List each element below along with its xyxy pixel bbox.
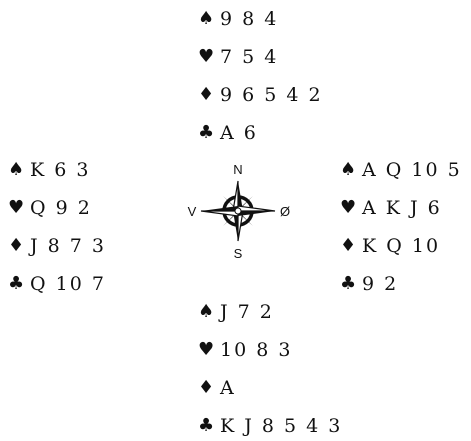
north-clubs-row: ♣ A 6 — [198, 118, 258, 148]
east-hearts-row: ♥ A K J 6 — [340, 193, 442, 223]
heart-icon: ♥ — [198, 48, 220, 66]
compass-label-south: S — [234, 246, 243, 260]
west-spades-cards: K 6 3 — [30, 159, 90, 181]
south-spades-cards: J 7 2 — [220, 301, 274, 323]
compass-rose-icon: N S V Ø — [185, 160, 290, 260]
heart-icon: ♥ — [8, 199, 30, 217]
west-clubs-cards: Q 10 7 — [30, 273, 106, 295]
south-clubs-row: ♣ K J 8 5 4 3 — [198, 411, 342, 441]
west-diamonds-row: ♦ J 8 7 3 — [8, 231, 106, 261]
east-hearts-cards: A K J 6 — [362, 197, 442, 219]
west-spades-row: ♠ K 6 3 — [8, 155, 90, 185]
north-spades-row: ♠ 9 8 4 — [198, 4, 278, 34]
diamond-icon: ♦ — [8, 237, 30, 255]
south-hearts-row: ♥ 10 8 3 — [198, 335, 292, 365]
compass-label-west: V — [188, 204, 197, 219]
spade-icon: ♠ — [8, 161, 30, 179]
west-diamonds-cards: J 8 7 3 — [30, 235, 106, 257]
compass-center — [235, 208, 241, 214]
club-icon: ♣ — [340, 275, 362, 293]
east-spades-row: ♠ A Q 10 5 — [340, 155, 462, 185]
compass-east-point — [238, 206, 275, 216]
west-hearts-cards: Q 9 2 — [30, 197, 92, 219]
west-hearts-row: ♥ Q 9 2 — [8, 193, 92, 223]
compass-label-east: Ø — [280, 204, 290, 219]
north-spades-cards: 9 8 4 — [220, 8, 278, 30]
east-clubs-row: ♣ 9 2 — [340, 269, 398, 299]
south-diamonds-cards: A — [220, 377, 236, 399]
club-icon: ♣ — [198, 417, 220, 435]
spade-icon: ♠ — [198, 10, 220, 28]
heart-icon: ♥ — [340, 199, 362, 217]
south-spades-row: ♠ J 7 2 — [198, 297, 274, 327]
south-clubs-cards: K J 8 5 4 3 — [220, 415, 342, 437]
club-icon: ♣ — [8, 275, 30, 293]
diamond-icon: ♦ — [198, 379, 220, 397]
north-clubs-cards: A 6 — [220, 122, 258, 144]
club-icon: ♣ — [198, 124, 220, 142]
spade-icon: ♠ — [340, 161, 362, 179]
east-diamonds-cards: K Q 10 — [362, 235, 440, 257]
east-clubs-cards: 9 2 — [362, 273, 398, 295]
spade-icon: ♠ — [198, 303, 220, 321]
south-hearts-cards: 10 8 3 — [220, 339, 292, 361]
diamond-icon: ♦ — [340, 237, 362, 255]
compass-rose: N S V Ø — [185, 160, 290, 260]
compass-west-point — [201, 206, 238, 216]
west-clubs-row: ♣ Q 10 7 — [8, 269, 106, 299]
north-hearts-row: ♥ 7 5 4 — [198, 42, 278, 72]
east-spades-cards: A Q 10 5 — [362, 159, 462, 181]
heart-icon: ♥ — [198, 341, 220, 359]
east-diamonds-row: ♦ K Q 10 — [340, 231, 440, 261]
compass-label-north: N — [233, 162, 242, 177]
north-hearts-cards: 7 5 4 — [220, 46, 278, 68]
north-diamonds-row: ♦ 9 6 5 4 2 — [198, 80, 323, 110]
north-diamonds-cards: 9 6 5 4 2 — [220, 84, 323, 106]
south-diamonds-row: ♦ A — [198, 373, 236, 403]
diamond-icon: ♦ — [198, 86, 220, 104]
